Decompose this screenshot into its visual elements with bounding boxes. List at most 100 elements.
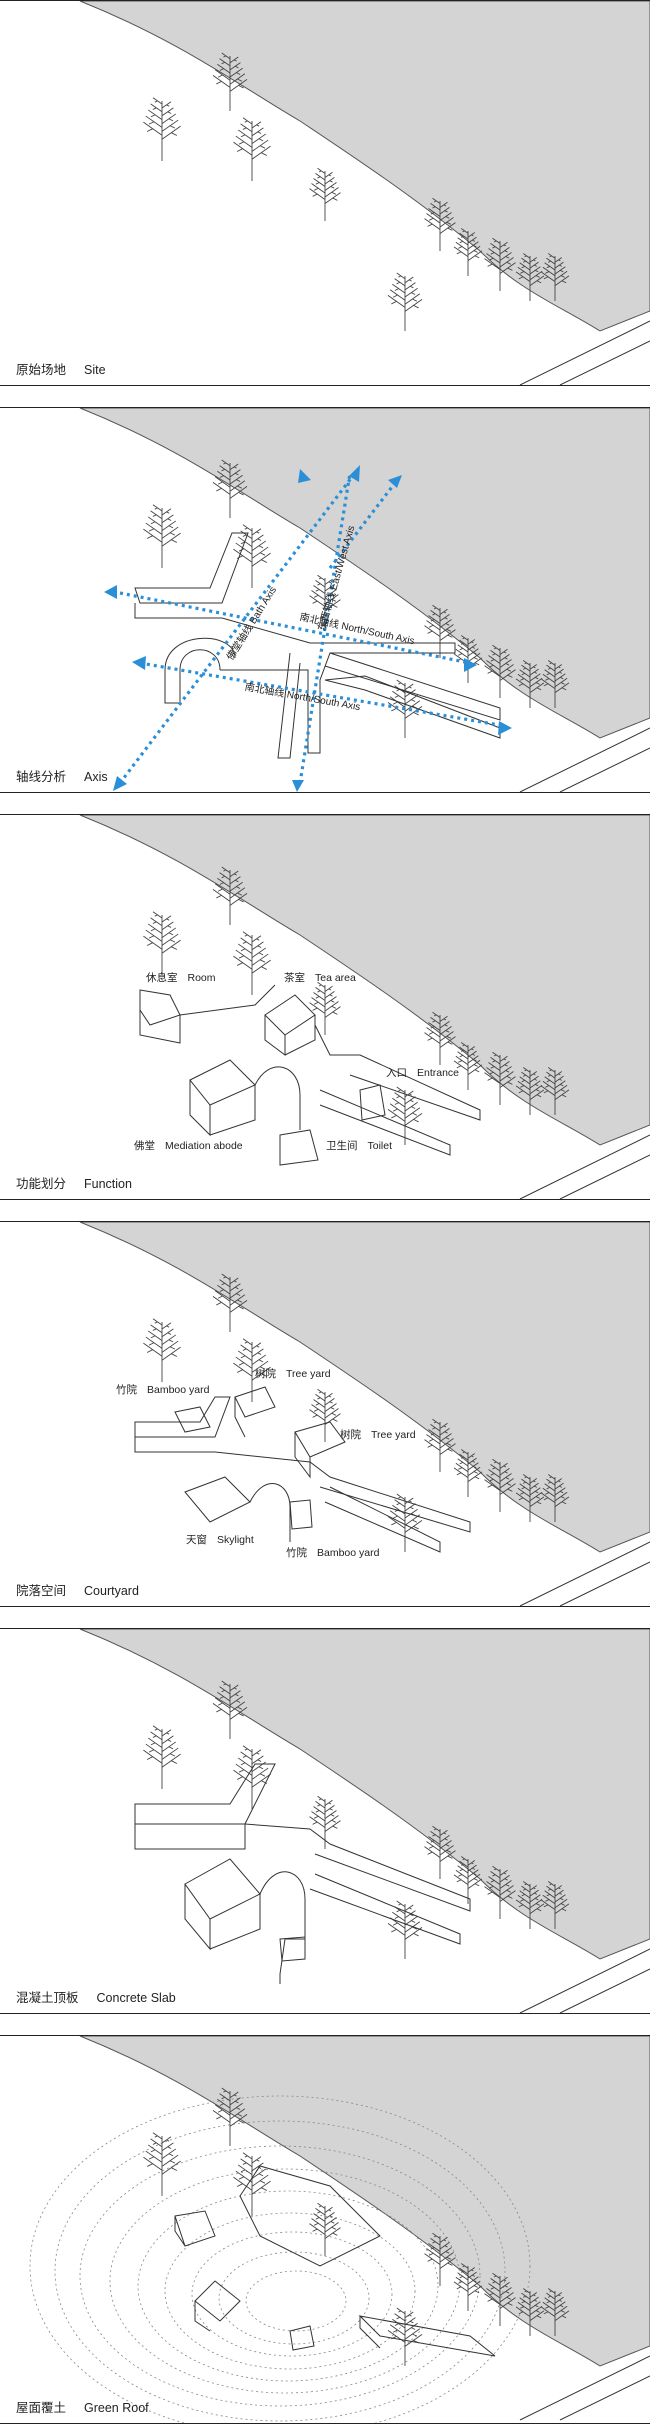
tree-icon: [453, 228, 483, 276]
label-tree-yard-1: 树院 Tree yard: [255, 1366, 331, 1381]
tree-icon: [484, 237, 516, 291]
tree-icon: [515, 1881, 545, 1929]
tree-icon: [143, 504, 181, 568]
tree-icon: [309, 1388, 341, 1442]
slope-line: [559, 340, 650, 385]
caption-en: Site: [84, 363, 106, 377]
tree-icon: [233, 1745, 271, 1809]
label-en: Bamboo yard: [147, 1384, 210, 1396]
label-en: Tree yard: [286, 1368, 331, 1380]
slope-line: [559, 1154, 650, 1199]
label-cn: 天窗: [186, 1534, 207, 1546]
label-en: Mediation abode: [165, 1140, 243, 1152]
slope-line: [519, 1134, 650, 1199]
caption-cn: 轴线分析: [16, 770, 67, 784]
tree-icon: [212, 459, 248, 518]
tree-icon: [233, 931, 271, 995]
label-en: Skylight: [217, 1534, 254, 1546]
label-bamboo-yard-1: 竹院 Bamboo yard: [116, 1382, 209, 1397]
label-cn: 佛堂: [134, 1140, 155, 1152]
label-cn: 竹院: [286, 1547, 307, 1559]
tree-icon: [453, 1856, 483, 1904]
tree-icon: [309, 2202, 341, 2256]
tree-icon: [453, 2263, 483, 2311]
tree-icon: [143, 1318, 181, 1382]
slope-line: [559, 747, 650, 792]
caption-cn: 原始场地: [16, 363, 67, 377]
tree-icon: [540, 660, 570, 708]
tree-icon: [424, 197, 456, 251]
label-meditation: 佛堂 Mediation abode: [134, 1138, 243, 1153]
slope-line: [519, 727, 650, 792]
tree-icon: [424, 2232, 456, 2286]
tree-icon: [453, 1042, 483, 1090]
roof-drawing: [29, 2036, 650, 2423]
tree-icon: [212, 1273, 248, 1332]
tree-icon: [143, 2132, 181, 2196]
axis-arrows: [118, 472, 506, 784]
tree-icon: [515, 253, 545, 301]
slope-line: [519, 1948, 650, 2013]
axis-arrowheads: [104, 465, 512, 792]
tree-icon: [387, 1086, 423, 1145]
slope-line: [559, 1968, 650, 2013]
tree-icon: [515, 2288, 545, 2336]
label-en: Tea area: [315, 972, 356, 984]
tree-icon: [424, 1011, 456, 1065]
tree-icon: [540, 1474, 570, 1522]
tree-icon: [540, 2288, 570, 2336]
label-en: Entrance: [417, 1067, 460, 1079]
panel-site: 原始场地 Site: [0, 0, 650, 386]
courtyard-drawing: [79, 1222, 650, 1606]
caption-cn: 功能划分: [16, 1177, 67, 1191]
tree-icon: [424, 1825, 456, 1879]
tree-icon: [484, 1458, 516, 1512]
panel-caption: 原始场地 Site: [16, 359, 106, 378]
label-cn: 卫生间: [326, 1140, 358, 1152]
tree-icon: [233, 2152, 271, 2216]
label-cn: 茶室: [284, 972, 305, 984]
slope-line: [519, 2355, 650, 2421]
label-bamboo-yard-2: 竹院 Bamboo yard: [286, 1545, 379, 1560]
label-cn: 树院: [340, 1429, 361, 1441]
tree-icon: [212, 2087, 248, 2146]
function-drawing: [79, 815, 650, 1199]
tree-icon: [540, 253, 570, 301]
tree-icon: [484, 1051, 516, 1105]
tree-icon: [515, 1067, 545, 1115]
slab-volumes: [134, 1763, 471, 1984]
label-cn: 入口: [386, 1067, 407, 1079]
tree-icon: [309, 1795, 341, 1849]
label-entrance: 入口 Entrance: [386, 1065, 459, 1080]
tree-icon: [233, 117, 271, 181]
label-cn: 竹院: [116, 1384, 137, 1396]
tree-icon: [387, 1900, 423, 1959]
tree-icon: [515, 660, 545, 708]
slope-line: [519, 1541, 650, 1606]
tree-icon: [212, 52, 248, 111]
caption-en: Green Roof: [84, 2401, 149, 2415]
label-en: Bamboo yard: [317, 1547, 380, 1559]
label-cn: 树院: [255, 1368, 276, 1380]
tree-icon: [143, 1725, 181, 1789]
slope-line: [559, 1561, 650, 1606]
hillside-area: [79, 1, 650, 332]
caption-en: Axis: [84, 770, 108, 784]
tree-icon: [540, 1067, 570, 1115]
axis-drawing: [79, 408, 650, 792]
caption-en: Courtyard: [84, 1584, 139, 1598]
label-cn: 休息室: [146, 972, 178, 984]
label-tea: 茶室 Tea area: [284, 970, 356, 985]
slab-drawing: [79, 1629, 650, 2013]
label-skylight: 天窗 Skylight: [186, 1532, 254, 1547]
tree-icon: [424, 604, 456, 658]
site-drawing: [79, 1, 650, 385]
tree-icon: [387, 1493, 423, 1552]
label-tree-yard-2: 树院 Tree yard: [340, 1427, 416, 1442]
label-en: Tree yard: [371, 1429, 416, 1441]
tree-icon: [484, 2272, 516, 2326]
